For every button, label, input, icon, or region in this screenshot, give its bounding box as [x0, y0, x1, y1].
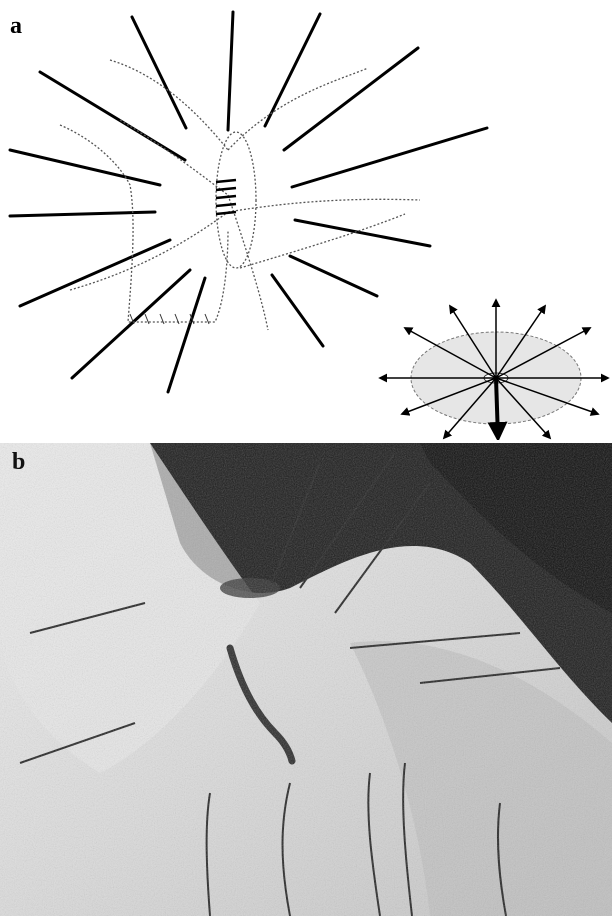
needle-line	[265, 14, 320, 126]
needle-lines	[10, 12, 487, 392]
needle-line	[292, 128, 487, 187]
needle-line	[40, 72, 185, 160]
needle-line	[272, 275, 323, 346]
needle-line	[20, 240, 170, 306]
needle-line	[168, 278, 205, 392]
inset-main-arrow	[496, 378, 498, 438]
inset-force-diagram	[380, 300, 608, 438]
panel-b-photo	[0, 443, 612, 916]
panel-b-label: b	[12, 450, 25, 474]
panel-a-diagram	[0, 0, 612, 440]
panel-a-label: a	[10, 14, 22, 38]
needle-line	[10, 150, 160, 185]
suture-marks	[216, 180, 236, 214]
needle-line	[72, 270, 190, 378]
needle-line	[228, 12, 233, 130]
needle-line	[284, 48, 418, 150]
needle-line	[295, 220, 430, 246]
needle-line	[290, 256, 377, 296]
